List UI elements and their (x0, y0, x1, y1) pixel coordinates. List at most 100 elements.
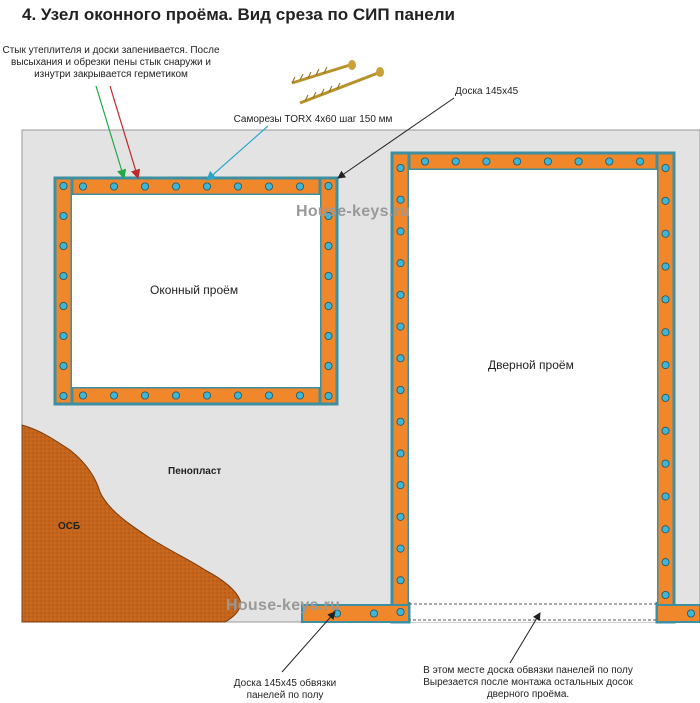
floor-board-screw (687, 609, 696, 618)
window-top-screw (140, 182, 149, 191)
cut-line-1: В этом месте доска обвязки панелей по по… (423, 665, 633, 676)
window-bottom-screw (264, 391, 273, 400)
window-left-screw (59, 361, 68, 370)
floor-board-line-2: панелей по полу (246, 690, 324, 701)
screws-picture (291, 60, 384, 105)
window-top-screw (295, 182, 304, 191)
door-left-screw (396, 290, 405, 299)
door-left-screw (396, 544, 405, 553)
door-opening (409, 170, 657, 602)
door-top-board (390, 151, 676, 172)
door-top-screw (605, 157, 614, 166)
window-bottom-board (53, 385, 339, 406)
window-left-screw (59, 241, 68, 250)
window-right-screw (324, 211, 333, 220)
window-opening-label: Оконный проём (150, 283, 239, 297)
floor-board-screw (369, 609, 378, 618)
door-opening-label: Дверной проём (488, 358, 574, 372)
door-right-screw (661, 229, 670, 238)
window-bottom-screw (110, 391, 119, 400)
door-top-screw (513, 157, 522, 166)
cut-line-3: дверного проёма. (486, 689, 570, 700)
window-top-screw (264, 182, 273, 191)
screws-note: Саморезы TORX 4х60 шаг 150 мм (233, 114, 393, 125)
door-left-screw (396, 608, 405, 617)
door-right-screw (661, 426, 670, 435)
window-left-screw (59, 331, 68, 340)
door-left-screw (396, 417, 405, 426)
arrow-green (95, 85, 127, 180)
window-bottom-screw (140, 391, 149, 400)
arrow-board (337, 97, 455, 179)
door-right-screw (661, 196, 670, 205)
window-right-screw (324, 391, 333, 400)
door-right-screw (661, 558, 670, 567)
window-left-screw (59, 181, 68, 190)
door-top-screw (574, 157, 583, 166)
window-right-screw (324, 361, 333, 370)
door-right-screw (661, 492, 670, 501)
window-bottom-screw (79, 391, 88, 400)
window-top-screw (202, 182, 211, 191)
door-top-screw (420, 157, 429, 166)
door-frame (390, 151, 676, 624)
door-left-screw (396, 195, 405, 204)
door-left-screw (396, 512, 405, 521)
screws-group (59, 157, 696, 618)
window-left-screw (59, 391, 68, 400)
cut-note: В этом месте доска обвязки панелей по по… (398, 665, 658, 701)
door-top-screw (543, 157, 552, 166)
board-note: Доска 145х45 (455, 86, 519, 97)
door-right-screw (661, 591, 670, 600)
foam-joint-line-2: высыхания и обрезки пены стык снаружи и (11, 57, 211, 68)
window-bottom-screw (171, 391, 180, 400)
window-top-screw (79, 182, 88, 191)
window-left-screw (59, 211, 68, 220)
door-floor-gap (408, 602, 658, 622)
door-left-screw (396, 385, 405, 394)
window-right-screw (324, 331, 333, 340)
door-right-screw (661, 295, 670, 304)
window-bottom-screw (295, 391, 304, 400)
window-top-screw (171, 182, 180, 191)
arrow-red (109, 85, 141, 180)
door-right-screw (661, 525, 670, 534)
window-left-screw (59, 271, 68, 280)
door-right-board (655, 151, 676, 624)
door-right-screw (661, 459, 670, 468)
window-top-screw (110, 182, 119, 191)
arrow-cyan (206, 125, 269, 181)
foam-joint-line-3: изнутри закрывается герметиком (34, 69, 188, 80)
window-right-screw (324, 181, 333, 190)
floor-board-line-1: Доска 145х45 обвязки (233, 678, 337, 689)
door-right-screw (661, 163, 670, 172)
window-frame (53, 176, 339, 406)
window-opening (72, 195, 320, 387)
window-left-screw (59, 301, 68, 310)
window-right-screw (324, 301, 333, 310)
door-left-screw (396, 576, 405, 585)
door-left-screw (396, 163, 405, 172)
door-right-screw (661, 361, 670, 370)
window-left-board (53, 176, 74, 406)
osb-label: ОСБ (58, 521, 81, 532)
door-right-screw (661, 262, 670, 271)
osb-layer (21, 424, 241, 623)
watermark-bottom: House-keys.ru (226, 597, 341, 614)
window-top-board (53, 176, 339, 197)
floor-board-right (656, 604, 700, 623)
window-right-screw (324, 271, 333, 280)
door-left-screw (396, 449, 405, 458)
door-left-screw (396, 322, 405, 331)
watermark-top: House-keys.ru (296, 203, 411, 220)
door-top-screw (482, 157, 491, 166)
window-bottom-screw (233, 391, 242, 400)
door-top-screw (636, 157, 645, 166)
window-top-screw (233, 182, 242, 191)
door-right-screw (661, 328, 670, 337)
floor-board-note: Доска 145х45 обвязки панелей по полу (215, 678, 355, 702)
arrow-cut (509, 612, 541, 664)
window-right-screw (324, 241, 333, 250)
foam-joint-line-1: Стык утеплителя и доски запенивается. По… (2, 45, 220, 56)
